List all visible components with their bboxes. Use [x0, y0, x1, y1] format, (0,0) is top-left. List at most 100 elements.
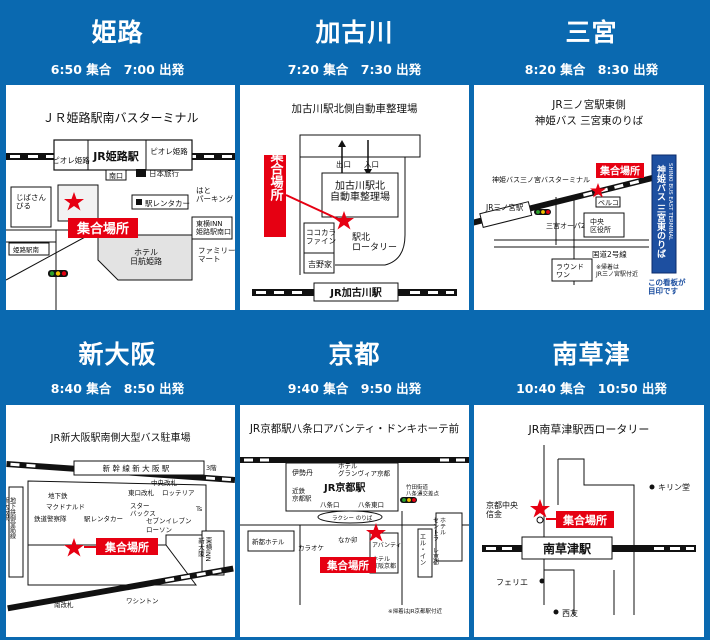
- label-yoshinoya: 吉野家: [308, 259, 332, 269]
- label-toyoko: 東横INN新大阪: [197, 536, 213, 562]
- map-himeji: JR姫路駅 ピオレ姫路 ピオレ姫路 南口 日本旅行 じばさんびる 駅レンタカー …: [6, 139, 235, 310]
- label-station: 南草津駅: [543, 541, 592, 556]
- label-elm: エル・イン: [418, 533, 426, 566]
- meeting-point-badge: [264, 155, 286, 237]
- railway-line: [240, 457, 469, 463]
- meeting-point-label: 集合場所: [76, 221, 129, 237]
- meeting-point-label: 集合場所: [599, 165, 640, 178]
- label-rotary: 駅北ロータリー: [352, 232, 397, 253]
- label-mcdonalds: マクドナルド: [46, 503, 85, 511]
- label-central-exit: 中央改札: [151, 478, 178, 487]
- label-station: JR京都駅: [323, 481, 366, 494]
- city-title: 南草津: [552, 340, 631, 369]
- label-karaoke: カラオケ: [298, 544, 324, 552]
- parking-lot: [321, 172, 399, 218]
- railway-line: [7, 565, 234, 612]
- label-piole1: ピオレ姫路: [52, 155, 90, 165]
- label-seven: セブンイレブン: [146, 516, 192, 525]
- label-shinto: 新都ホテル: [252, 537, 285, 546]
- label-hotel-keihan: ホテル京阪京都: [372, 556, 396, 570]
- label-3f: 3階: [206, 463, 217, 472]
- label-seiyu: 西友: [562, 608, 578, 618]
- departure-times: 9:40 集合 9:50 出発: [287, 381, 422, 396]
- map-kyoto: 伊勢丹 ホテルグランヴィア京都 JR京都駅 近鉄京都駅 八条口 八条東口 竹田街…: [240, 457, 469, 615]
- label-bus-sign: 姫路駅南: [13, 245, 40, 254]
- map-card-sannomiya: JR三ノ宮駅東側 神姫バス 三宮東のりば 神姫バス三ノ宮バスターミナル JR三ノ…: [474, 85, 704, 310]
- traffic-light-icon: [48, 270, 68, 277]
- map-card-himeji: ＪＲ姫路駅南バスターミナル JR姫路駅 ピオレ姫路 ピオレ姫路 南口 日本旅行 …: [6, 85, 235, 310]
- label-piole2: ピオレ姫路: [150, 146, 188, 156]
- block-jiba: [10, 186, 52, 228]
- meeting-point-label: 集合場所: [562, 513, 607, 527]
- label-lot: 加古川駅北自動車整理場: [330, 179, 390, 203]
- meeting-point-star-icon: [366, 523, 386, 542]
- map-kakogawa: 出口 入口 加古川駅北自動車整理場 ココカラファイン 吉野家 駅北ロータリー J…: [252, 134, 457, 302]
- traffic-light-icon: [534, 209, 551, 215]
- label-rakusa: ラクシー のりば: [332, 514, 373, 522]
- departure-times: 8:40 集合 8:50 出発: [50, 381, 185, 396]
- meeting-point-star-icon: [64, 538, 84, 557]
- label-ts: Ts: [195, 505, 203, 513]
- label-terminal: 神姫バス三ノ宮バスターミナル: [492, 175, 590, 184]
- label-round1: ラウンドワン: [556, 263, 584, 279]
- departure-times: 10:40 集合 10:50 出発: [516, 381, 667, 396]
- meeting-point-label: 集合場所: [268, 148, 285, 202]
- map-caption: JR新大阪駅南側大型バス駐車場: [50, 433, 191, 444]
- label-subway2: 地下鉄御堂筋線新大阪駅: [6, 496, 16, 539]
- meeting-point-label: 集合場所: [326, 559, 369, 572]
- departure-times: 7:20 集合 7:30 出発: [287, 62, 422, 77]
- label-avanti: アバンティ: [372, 542, 402, 549]
- label-hato: はとパーキング: [196, 186, 234, 204]
- label-hotel: ホテル日航姫路: [130, 248, 162, 266]
- label-station: JR三ノ宮駅: [485, 202, 524, 212]
- sign-note: この看板が目印です: [648, 277, 686, 296]
- label-famima: ファミリーマート: [198, 246, 235, 264]
- label-east-exit: 東口改札: [128, 488, 155, 497]
- map-card-minami-kusatsu: JR南草津駅西ロータリー キリン堂 京都中央信金 南草津駅 フェリエ 西友 集合…: [474, 405, 704, 637]
- label-kintetsu: 近鉄京都駅: [292, 486, 312, 503]
- label-lawson: ローソン: [146, 526, 172, 534]
- city-title: 三宮: [565, 18, 618, 47]
- label-central-hotel: ホテルセントラーレ京都: [432, 517, 446, 566]
- block-hotel: [97, 234, 193, 281]
- meeting-point-star-icon: [64, 192, 84, 211]
- meeting-point-star-icon: [530, 499, 550, 518]
- label-station: JR姫路駅: [92, 149, 139, 163]
- label-south-exit: 南改札: [54, 600, 74, 609]
- map-caption: JR京都駅八条口アバンティ・ドンキホーテ前: [249, 423, 460, 435]
- map-card-kyoto: JR京都駅八条口アバンティ・ドンキホーテ前 伊勢丹 ホテルグランヴィア京都 JR…: [240, 405, 469, 637]
- label-shinkansen: 新 幹 線 新 大 阪 駅: [103, 463, 170, 473]
- label-kokudo: 国道2号線: [592, 249, 627, 259]
- label-bank: 京都中央信金: [486, 500, 518, 519]
- label-travel: 日本旅行: [149, 168, 179, 178]
- meeting-point-badge: [68, 218, 138, 238]
- label-south-exit: 南口: [109, 171, 123, 180]
- railway-line: [474, 172, 662, 228]
- traffic-light-icon: [400, 497, 417, 503]
- bus-sign: [651, 154, 677, 274]
- label-return: ※帰着はJR京都駅付近: [388, 607, 443, 615]
- label-washington: ワシントン: [126, 597, 159, 605]
- meeting-point-badge: [96, 538, 158, 555]
- station-building: [285, 462, 399, 512]
- meeting-point-badge: [320, 557, 376, 573]
- label-starbucks: スターバックス: [130, 501, 156, 518]
- map-caption: ＪＲ姫路駅南バスターミナル: [42, 111, 199, 125]
- label-exit: 八条東口: [358, 500, 384, 509]
- label-hachijo: 八条口: [320, 500, 340, 509]
- label-exit: 出口: [336, 159, 351, 169]
- exit-arrow-icon: [338, 140, 346, 173]
- city-title: 京都: [328, 340, 381, 369]
- label-kirin: キリン堂: [658, 482, 690, 492]
- map-card-kakogawa: 加古川駅北側自動車整理場 出口 入口 加古川駅北自動車整理場 ココカラファイン …: [240, 85, 469, 310]
- label-opa: 三宮オーパ2: [546, 221, 585, 230]
- sign-jp-label: 神姫バス 三宮東のりば: [655, 164, 666, 258]
- meeting-point-star-icon: [590, 183, 606, 198]
- label-lotteria: ロッテリア: [162, 489, 195, 497]
- meeting-point-label: 集合場所: [104, 540, 149, 554]
- label-isetan: 伊勢丹: [292, 468, 313, 477]
- city-title: 新大阪: [78, 340, 157, 369]
- map-caption: 加古川駅北側自動車整理場: [291, 103, 418, 115]
- map-caption: JR南草津駅西ロータリー: [528, 423, 650, 436]
